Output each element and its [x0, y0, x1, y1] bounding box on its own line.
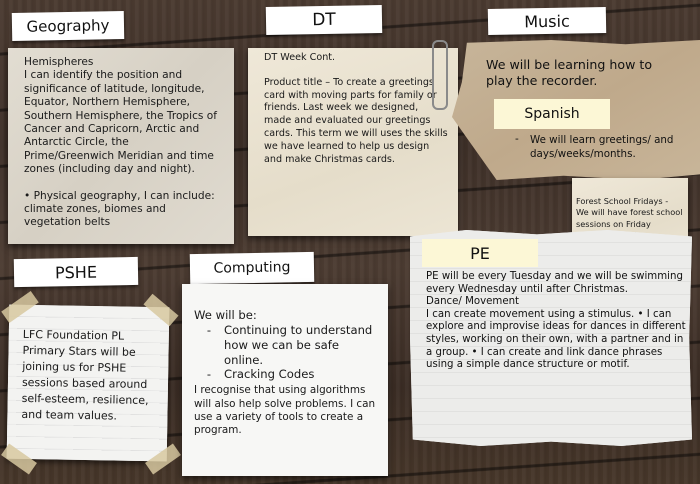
- pshe-body: LFC Foundation PL Primary Stars will be …: [21, 327, 149, 423]
- pe-line2: Dance/ Movement: [426, 296, 520, 308]
- spanish-label-text: Spanish: [524, 106, 580, 122]
- computing-item: - Continuing to understand how we can be…: [194, 323, 378, 367]
- paper-clip-icon: [432, 40, 448, 110]
- dt-label: DT: [265, 4, 383, 36]
- computing-item-1: Continuing to understand how we can be s…: [224, 323, 373, 367]
- computing-body: I recognise that using algorithms will a…: [194, 384, 376, 437]
- geography-heading: Hemispheres: [24, 56, 94, 68]
- pe-line1: PE will be every Tuesday and we will be …: [426, 271, 683, 295]
- geography-body: I can identify the position and signific…: [24, 69, 218, 176]
- music-label: Music: [487, 6, 607, 36]
- computing-item-2: Cracking Codes: [224, 367, 315, 382]
- computing-label: Computing: [189, 251, 315, 285]
- computing-list: - Continuing to understand how we can be…: [194, 323, 378, 382]
- pe-label: PE: [422, 239, 538, 267]
- pshe-label: PSHE: [13, 256, 139, 288]
- geography-note: Hemispheres I can identify the position …: [8, 48, 234, 244]
- geography-bullet: • Physical geography, I can include: cli…: [24, 189, 215, 229]
- spanish-body: We will learn greetings/ and days/weeks/…: [530, 134, 674, 160]
- pe-label-text: PE: [470, 243, 490, 263]
- computing-label-text: Computing: [213, 259, 291, 277]
- pe-line3: I can create movement using a stimulus. …: [426, 308, 686, 371]
- dt-label-text: DT: [312, 9, 336, 31]
- computing-dash: -: [206, 323, 212, 337]
- forest-line1: Forest School Fridays -: [576, 196, 669, 206]
- pshe-label-text: PSHE: [54, 262, 98, 282]
- pshe-note: LFC Foundation PL Primary Stars will be …: [6, 304, 170, 462]
- music-body: We will be learning how to play the reco…: [486, 57, 653, 88]
- spanish-label: Spanish: [494, 99, 610, 129]
- computing-item: - Cracking Codes: [194, 367, 378, 382]
- geography-label: Geography: [11, 11, 125, 41]
- computing-dash: -: [206, 367, 212, 382]
- dt-note: DT Week Cont. Product title – To create …: [248, 48, 458, 236]
- music-label-text: Music: [524, 11, 570, 31]
- dt-heading: DT Week Cont.: [264, 52, 336, 63]
- pe-text: PE will be every Tuesday and we will be …: [426, 271, 686, 372]
- computing-heading: We will be:: [194, 308, 257, 322]
- spanish-dash: -: [515, 133, 519, 145]
- computing-note: We will be: - Continuing to understand h…: [182, 284, 388, 476]
- dt-body: Product title – To create a greetings ca…: [264, 76, 448, 165]
- geography-label-text: Geography: [26, 16, 110, 36]
